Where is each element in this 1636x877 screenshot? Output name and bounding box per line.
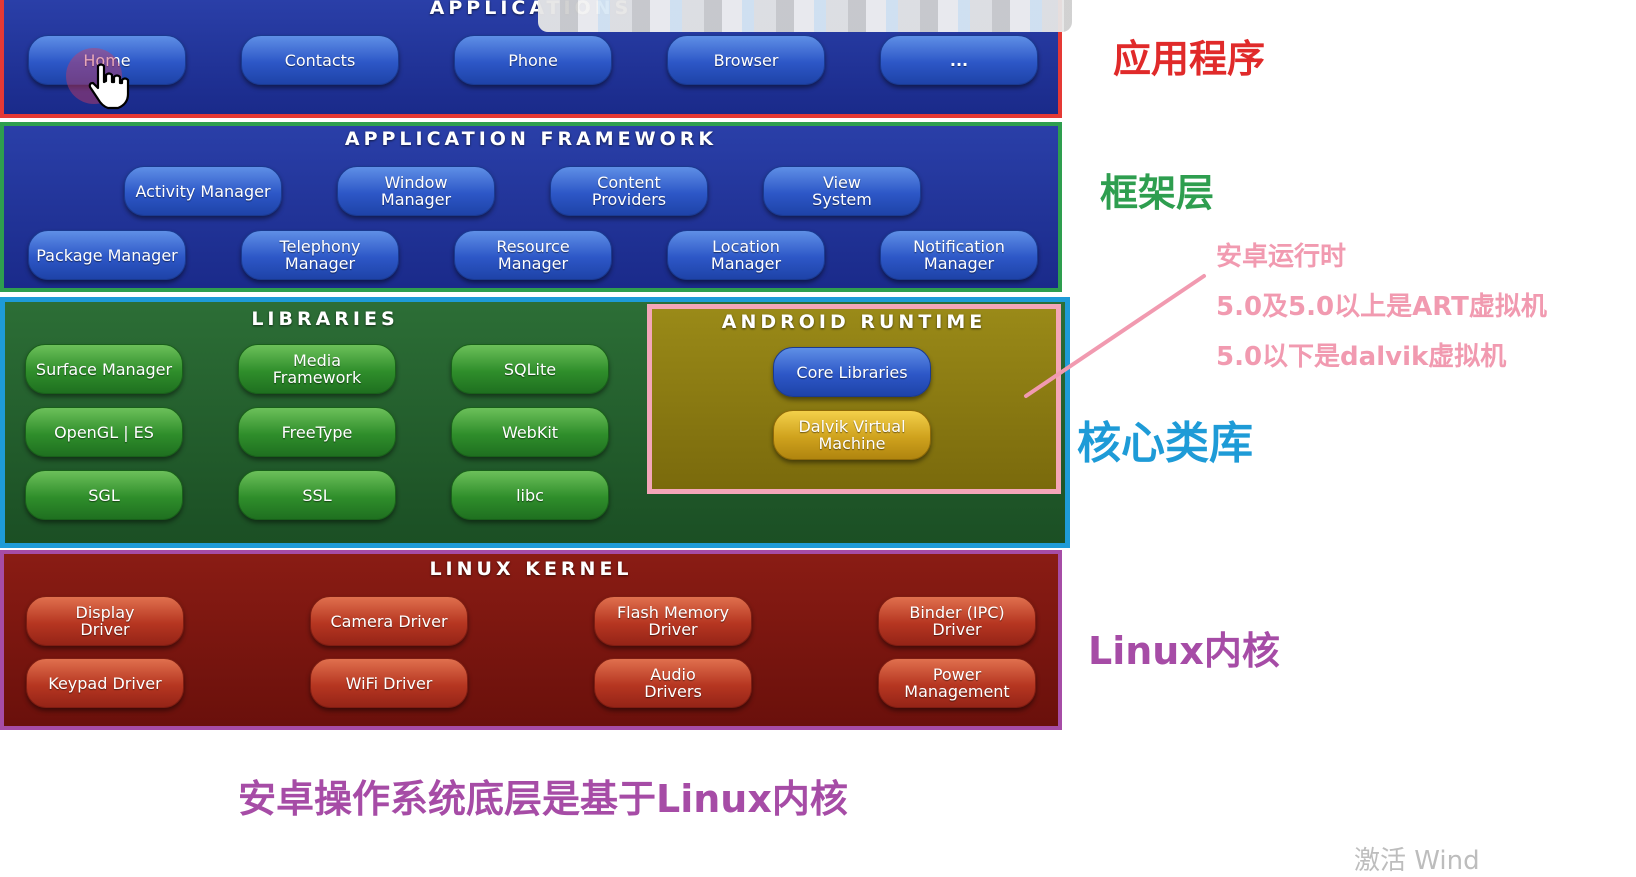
runtime-title: ANDROID RUNTIME bbox=[721, 311, 987, 333]
lib-ssl[interactable]: SSL bbox=[238, 470, 396, 520]
fw-telephony-manager[interactable]: Telephony Manager bbox=[241, 230, 399, 280]
app-button-contacts[interactable]: Contacts bbox=[241, 35, 399, 85]
bottom-caption: 安卓操作系统底层是基于Linux内核 bbox=[238, 777, 848, 821]
kernel-keypad-driver[interactable]: Keypad Driver bbox=[26, 658, 184, 708]
app-button-phone[interactable]: Phone bbox=[454, 35, 612, 85]
fw-window-manager[interactable]: Window Manager bbox=[337, 166, 495, 216]
libraries-title: LIBRARIES bbox=[251, 308, 399, 330]
core-libraries-frame: LIBRARIES Surface Manager Media Framewor… bbox=[0, 297, 1070, 548]
runtime-pointer-line bbox=[1024, 274, 1206, 398]
lib-webkit[interactable]: WebKit bbox=[451, 407, 609, 457]
runtime-dalvik-vm[interactable]: Dalvik Virtual Machine bbox=[773, 410, 931, 460]
lib-sgl[interactable]: SGL bbox=[25, 470, 183, 520]
runtime-core-libraries[interactable]: Core Libraries bbox=[773, 347, 931, 397]
applications-layer: APPLICATIONS Home Contacts Phone Browser… bbox=[0, 0, 1072, 118]
framework-title: APPLICATION FRAMEWORK bbox=[344, 128, 718, 150]
app-button-browser[interactable]: Browser bbox=[667, 35, 825, 85]
framework-layer: APPLICATION FRAMEWORK Activity Manager W… bbox=[0, 122, 1062, 292]
kernel-audio-drivers[interactable]: Audio Drivers bbox=[594, 658, 752, 708]
fw-location-manager[interactable]: Location Manager bbox=[667, 230, 825, 280]
lib-media-framework[interactable]: Media Framework bbox=[238, 344, 396, 394]
app-button-more[interactable]: ... bbox=[880, 35, 1038, 85]
kernel-wifi-driver[interactable]: WiFi Driver bbox=[310, 658, 468, 708]
kernel-title: LINUX KERNEL bbox=[429, 558, 633, 580]
android-runtime-box: ANDROID RUNTIME Core Libraries Dalvik Vi… bbox=[647, 304, 1061, 494]
fw-view-system[interactable]: View System bbox=[763, 166, 921, 216]
lib-libc[interactable]: libc bbox=[451, 470, 609, 520]
kernel-flash-memory-driver[interactable]: Flash Memory Driver bbox=[594, 596, 752, 646]
fw-notification-manager[interactable]: Notification Manager bbox=[880, 230, 1038, 280]
fw-activity-manager[interactable]: Activity Manager bbox=[124, 166, 282, 216]
kernel-display-driver[interactable]: Display Driver bbox=[26, 596, 184, 646]
lib-surface-manager[interactable]: Surface Manager bbox=[25, 344, 183, 394]
hand-cursor-icon bbox=[66, 48, 136, 114]
framework-label: 框架层 bbox=[1100, 171, 1215, 215]
kernel-power-management[interactable]: Power Management bbox=[878, 658, 1036, 708]
kernel-layer: LINUX KERNEL Display Driver Camera Drive… bbox=[0, 550, 1062, 730]
runtime-note-2: 5.0及5.0以上是ART虚拟机 bbox=[1216, 292, 1547, 322]
fw-resource-manager[interactable]: Resource Manager bbox=[454, 230, 612, 280]
runtime-note-1: 安卓运行时 bbox=[1216, 242, 1347, 272]
apps-label: 应用程序 bbox=[1113, 37, 1266, 81]
blurred-overlay bbox=[538, 0, 1072, 32]
kernel-label: Linux内核 bbox=[1088, 629, 1280, 673]
lib-sqlite[interactable]: SQLite bbox=[451, 344, 609, 394]
fw-package-manager[interactable]: Package Manager bbox=[28, 230, 186, 280]
lib-opengl-es[interactable]: OpenGL | ES bbox=[25, 407, 183, 457]
runtime-note-3: 5.0以下是dalvik虚拟机 bbox=[1216, 342, 1507, 372]
libraries-label: 核心类库 bbox=[1077, 418, 1253, 469]
lib-freetype[interactable]: FreeType bbox=[238, 407, 396, 457]
fw-content-providers[interactable]: Content Providers bbox=[550, 166, 708, 216]
kernel-camera-driver[interactable]: Camera Driver bbox=[310, 596, 468, 646]
kernel-binder-driver[interactable]: Binder (IPC) Driver bbox=[878, 596, 1036, 646]
watermark-text: 激活 Wind bbox=[1354, 846, 1480, 876]
